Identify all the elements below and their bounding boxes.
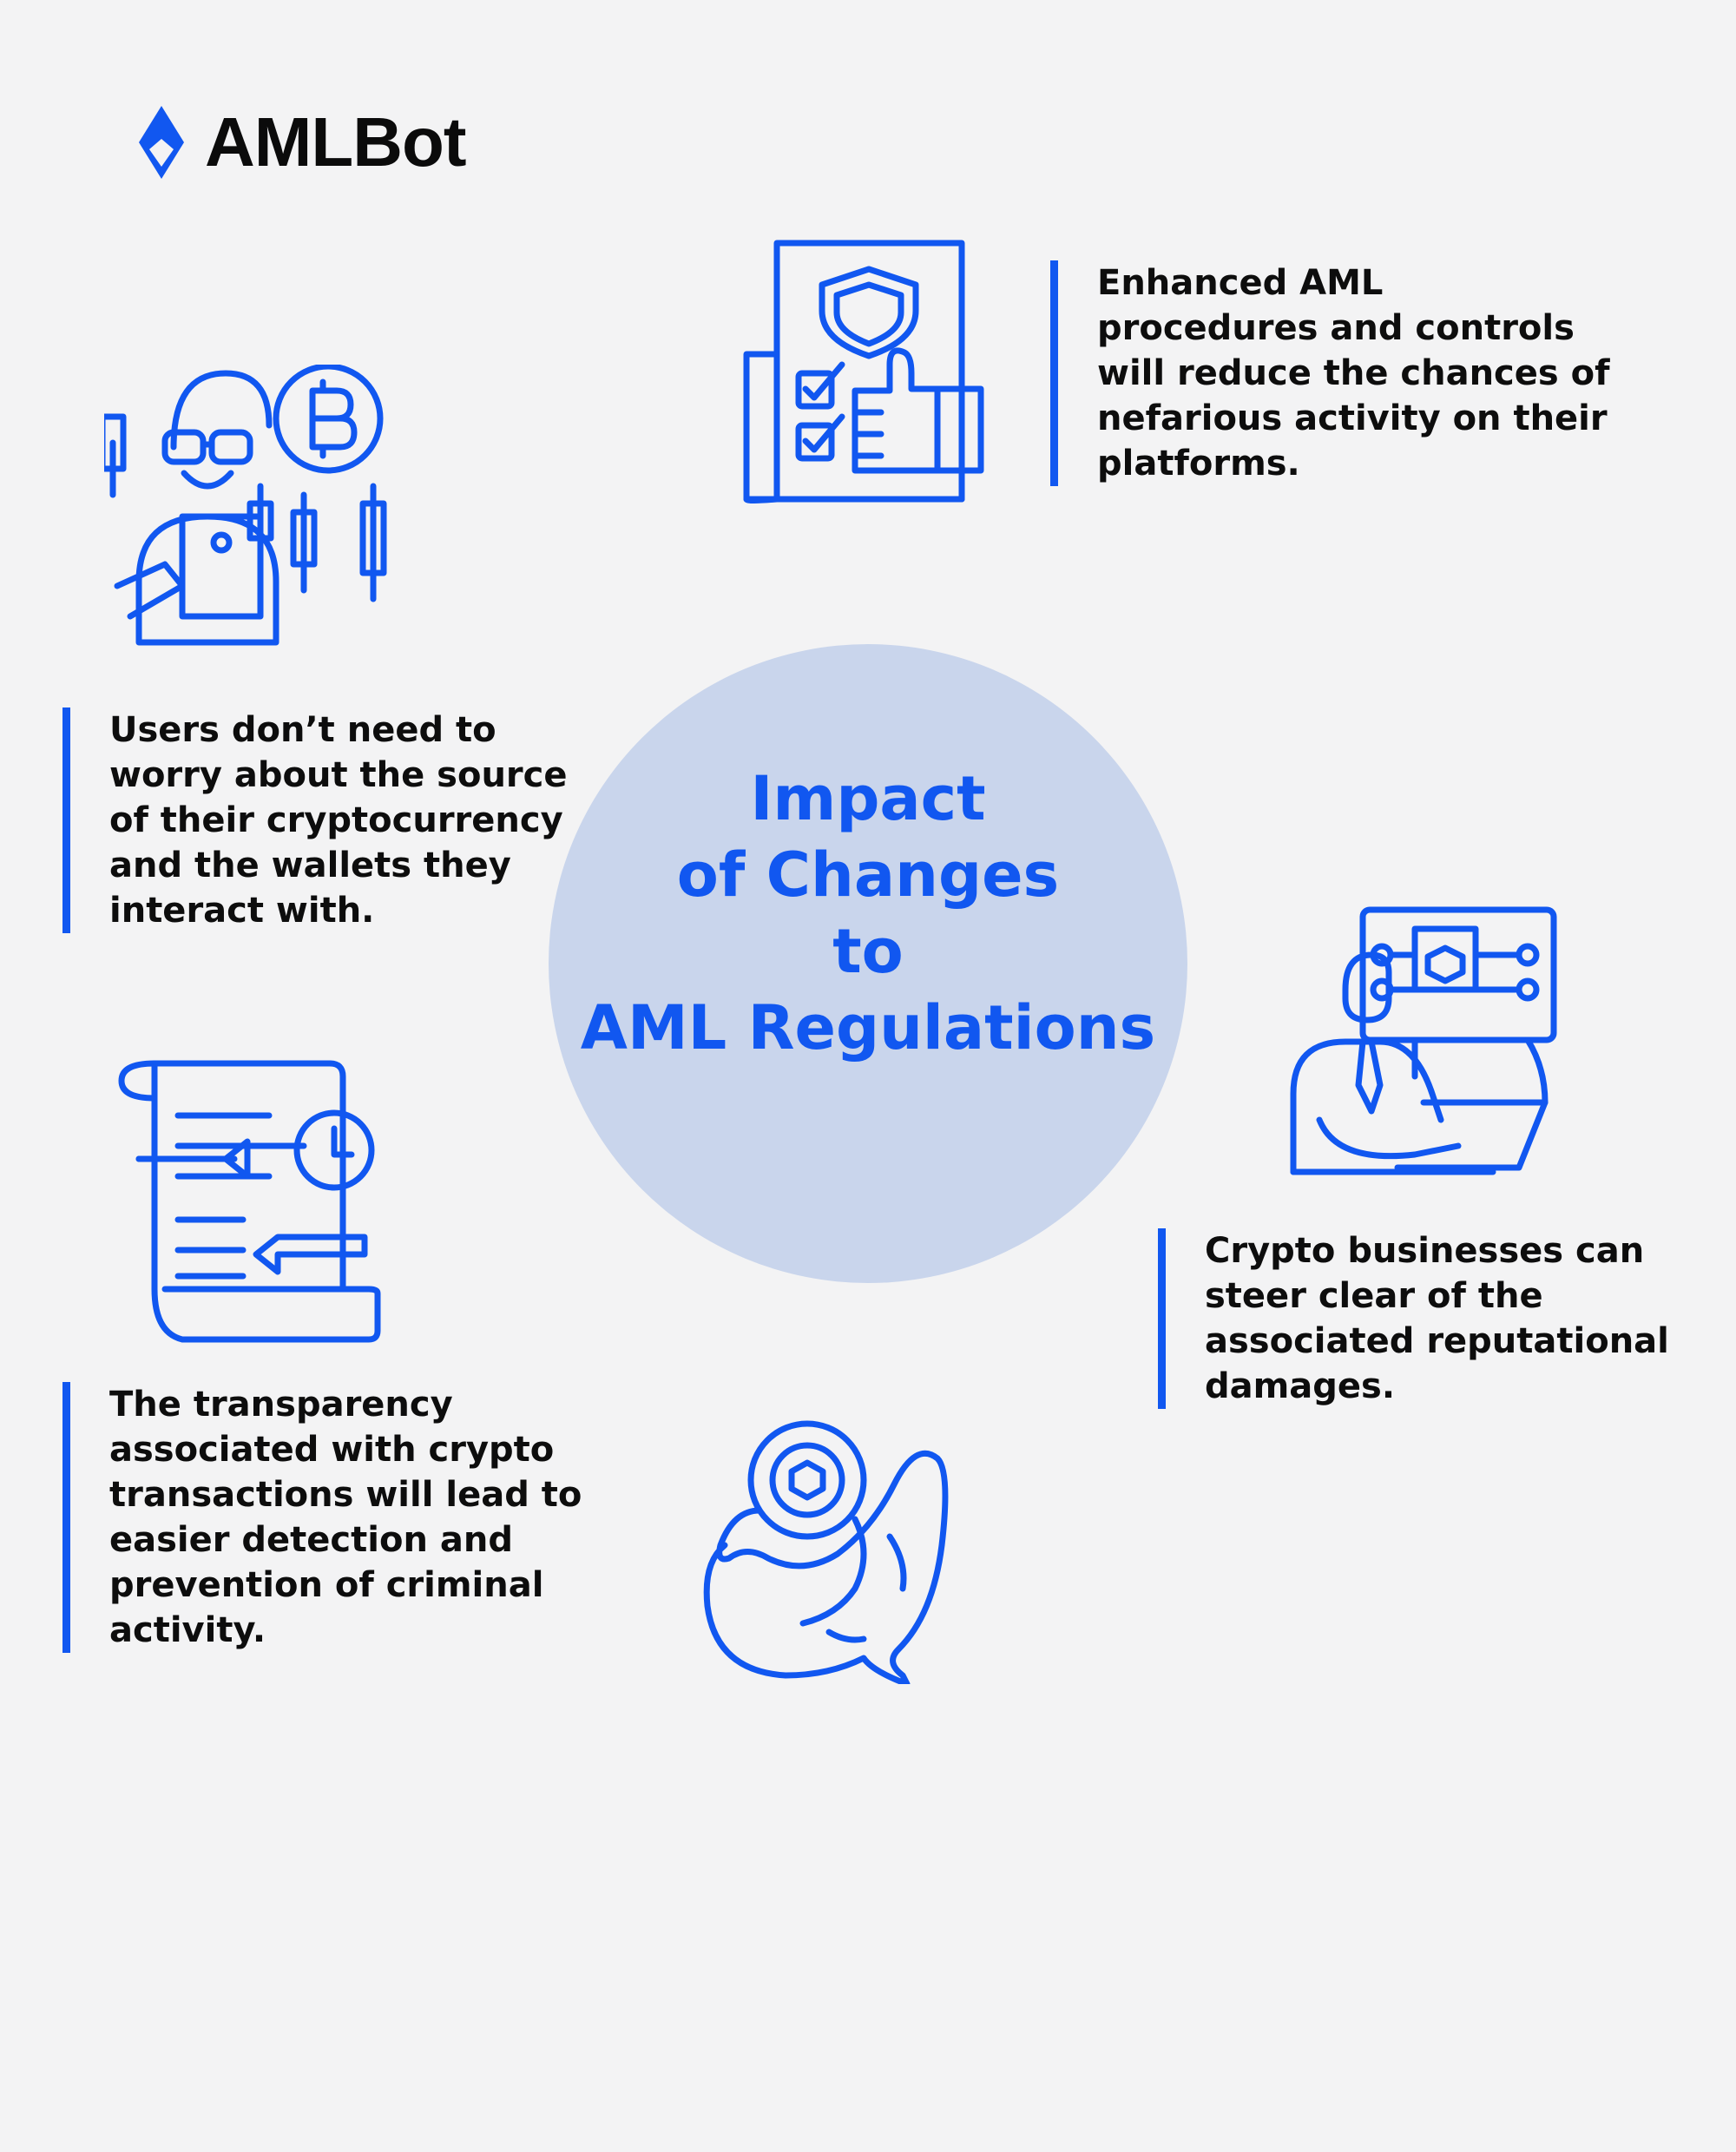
title-line: Impact (750, 763, 986, 834)
benefit-text-line: nefarious activity on their (1097, 398, 1608, 438)
benefit-text-line: will reduce the chances of (1097, 353, 1610, 393)
benefit-text-line: activity. (109, 1610, 266, 1650)
infographic-title: Impact of Changes to AML Regulations (549, 760, 1187, 1066)
businessman-crypto-screen-icon (1290, 906, 1557, 1175)
title-line: of Changes (676, 839, 1060, 911)
benefit-text-line: transactions will lead to (109, 1475, 582, 1515)
benefit-text-line: Crypto businesses can (1205, 1231, 1645, 1271)
benefit-text-line: steer clear of the (1205, 1276, 1543, 1316)
benefit-block-1: Enhanced AML procedures and controls wil… (1050, 260, 1610, 486)
amlbot-logo-icon (139, 106, 184, 179)
title-line: AML Regulations (580, 992, 1156, 1063)
whale-crypto-coin-icon (703, 1420, 949, 1684)
benefit-text-line: easier detection and (109, 1520, 513, 1560)
benefit-text-line: prevention of criminal (109, 1565, 544, 1605)
benefit-block-2: Users don’t need to worry about the sour… (62, 707, 568, 933)
benefit-text-line: associated with crypto (109, 1430, 555, 1470)
benefit-text-line: Enhanced AML (1097, 263, 1384, 303)
benefit-text-line: platforms. (1097, 444, 1300, 484)
benefit-text-line: and the wallets they (109, 846, 511, 885)
brand-logo: AMLBot (137, 102, 467, 182)
benefit-block-3: Crypto businesses can steer clear of the… (1158, 1228, 1669, 1409)
crypto-trader-bitcoin-icon (104, 365, 387, 646)
benefit-block-4: The transparency associated with crypto … (62, 1382, 582, 1653)
benefit-text-line: of their cryptocurrency (109, 800, 563, 840)
transaction-document-clock-icon (118, 1060, 381, 1343)
benefit-text-line: Users don’t need to (109, 710, 496, 750)
benefit-text-line: interact with. (109, 891, 375, 931)
shield-document-thumbs-up-icon (743, 240, 984, 503)
benefit-text-line: The transparency (109, 1385, 453, 1425)
center-circle (549, 644, 1187, 1283)
brand-name: AMLBot (205, 103, 467, 181)
benefit-text-line: procedures and controls (1097, 308, 1575, 348)
benefit-text-line: damages. (1205, 1366, 1396, 1406)
benefit-text-line: worry about the source (109, 755, 568, 795)
title-line: to (832, 916, 904, 987)
benefit-text-line: associated reputational (1205, 1321, 1669, 1361)
